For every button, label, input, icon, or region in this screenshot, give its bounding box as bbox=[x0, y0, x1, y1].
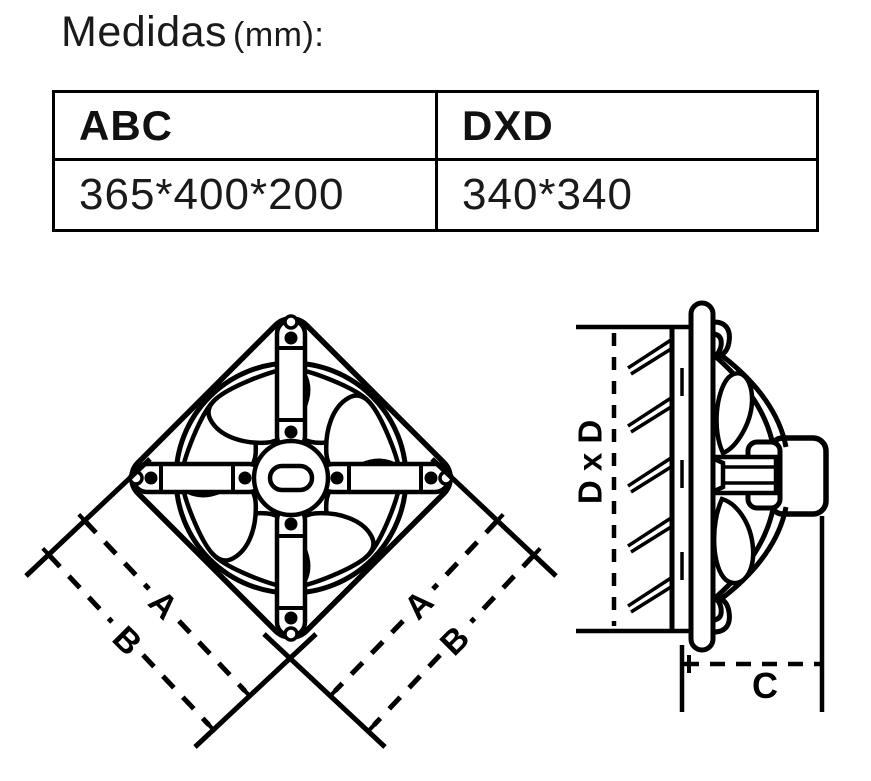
side-view-drawing: D x D bbox=[572, 300, 829, 712]
dimensions-table: ABC DXD 365*400*200 340*340 bbox=[52, 90, 819, 232]
guard-arm-joints bbox=[159, 346, 423, 610]
dimension-ticks bbox=[41, 513, 542, 733]
frame-corner-holes bbox=[128, 314, 454, 642]
louver-panel bbox=[627, 327, 684, 631]
dimension-lines bbox=[47, 519, 536, 727]
fan-housing-profile bbox=[688, 300, 829, 653]
housing-bell bbox=[710, 319, 789, 635]
dim-label-dxd: D x D bbox=[572, 420, 609, 504]
fan-hub-slot bbox=[267, 463, 315, 493]
table-value-abc: 365*400*200 bbox=[55, 161, 438, 229]
dim-label-c: C bbox=[752, 665, 778, 706]
front-plate bbox=[688, 300, 716, 653]
table-header-dxd: DXD bbox=[438, 93, 816, 161]
page-title: Medidas(mm): bbox=[61, 8, 324, 57]
side-view-c-dimension: C bbox=[679, 516, 825, 712]
blade-profile-lower bbox=[711, 496, 756, 586]
louver-slats bbox=[627, 338, 672, 614]
table-value-dxd: 340*340 bbox=[462, 170, 633, 219]
page-title-text: Medidas bbox=[61, 8, 228, 56]
blade-profile-upper bbox=[714, 371, 755, 456]
table-header-abc: ABC bbox=[55, 93, 438, 161]
page-title-unit: (mm): bbox=[233, 16, 325, 54]
guard-screws bbox=[144, 331, 438, 625]
front-view-drawing: A B A B bbox=[24, 314, 558, 749]
